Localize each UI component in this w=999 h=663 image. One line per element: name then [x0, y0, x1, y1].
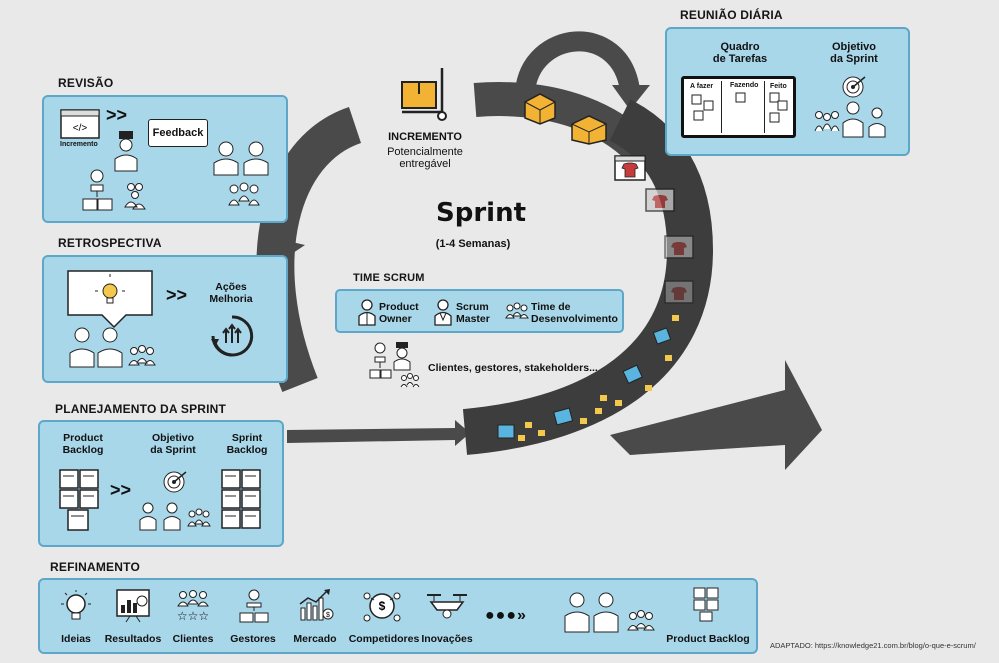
daily-title: REUNIÃO DIÁRIA [680, 8, 783, 22]
refinement-panel: ☆☆☆ $ $ ●●●» [38, 578, 758, 654]
exit-arrow [610, 360, 822, 470]
svg-text:☆☆☆: ☆☆☆ [177, 609, 209, 623]
sprint-title: Sprint [436, 198, 527, 228]
idea-bubble-icon [66, 269, 156, 374]
handtruck-icon [398, 66, 452, 127]
scrum-team-icon [212, 139, 274, 218]
retro-title: RETROSPECTIVA [58, 236, 162, 250]
planning-title: PLANEJAMENTO DA SPRINT [55, 402, 227, 416]
improvement-cycle-icon [209, 313, 255, 364]
product-owner-icon [357, 298, 377, 331]
box-icon [523, 92, 557, 129]
task-board: A fazer Fazendo Feito [681, 76, 796, 138]
retro-arrows: >> [166, 285, 188, 305]
scrum-master-label: Scrum Master [456, 301, 490, 325]
source-credit: ADAPTADO: https://knowledge21.com.br/blo… [770, 641, 976, 650]
board-column-doing: Fazendo [730, 82, 759, 89]
entry-arrow [287, 420, 470, 446]
increment-subtitle: Potencialmente entregável [387, 146, 463, 170]
drone-innovation-icon [425, 592, 469, 627]
shirt-window-icon [614, 155, 646, 186]
continuation-dots: ●●●» [485, 607, 527, 624]
review-arrows: >> [106, 105, 128, 125]
retro-panel: >> Ações Melhoria [42, 255, 288, 383]
product-owner-label: Product Owner [379, 301, 419, 325]
refinement-item-managers: Gestores [230, 633, 276, 645]
product-backlog-icon [58, 468, 104, 537]
feedback-bubble: Feedback [148, 119, 208, 147]
stakeholders-label: Clientes, gestores, stakeholders... [428, 362, 598, 374]
goal-label: Objetivo da Sprint [830, 41, 878, 65]
product-backlog-label: Product Backlog [62, 432, 104, 456]
shirt-window-icon [664, 280, 694, 309]
scrum-team-icon [563, 590, 655, 639]
board-column-todo: A fazer [690, 83, 714, 90]
svg-text:$: $ [379, 599, 386, 613]
competitors-icon: $ [362, 588, 402, 629]
planning-arrows: >> [110, 480, 132, 500]
review-title: REVISÃO [58, 76, 114, 90]
refinement-product-backlog: Product Backlog [666, 633, 750, 645]
refinement-title: REFINAMENTO [50, 560, 140, 574]
improvement-actions-label: Ações Melhoria [209, 281, 253, 305]
svg-text:$: $ [326, 612, 330, 619]
refinement-item-market: Mercado [293, 633, 337, 645]
customers-rating-icon: ☆☆☆ [175, 589, 211, 628]
sticky-notes-icon [691, 92, 788, 123]
managers-icon [238, 589, 270, 628]
dev-team-label: Time de Desenvolvimento [531, 301, 618, 325]
review-panel: </> Incremento >> Feedback [42, 95, 288, 223]
shirt-window-icon [664, 235, 694, 264]
market-growth-icon: $ [298, 588, 334, 627]
daily-loop-arc [515, 31, 640, 94]
dev-team-icon [505, 302, 529, 325]
svg-text:</>: </> [73, 123, 88, 134]
refinement-item-competitors: Competidores [348, 633, 420, 645]
scrum-master-icon [433, 298, 453, 331]
product-backlog-icon [692, 586, 722, 627]
increment-title: INCREMENTO [388, 131, 462, 143]
sprint-backlog-label: Sprint Backlog [226, 432, 268, 456]
sprint-duration: (1-4 Semanas) [435, 238, 511, 250]
stakeholders-icon [368, 340, 424, 395]
sticky-notes-trail [497, 315, 679, 441]
team-panel: Product Owner Scrum Master Time de Desen… [335, 289, 624, 333]
refinement-item-ideas: Ideias [61, 633, 91, 645]
increment-small-label: Incremento [60, 141, 98, 148]
sprint-backlog-icon [220, 468, 268, 539]
board-label: Quadro de Tarefas [712, 41, 768, 65]
team-goal-icon [136, 470, 212, 539]
team-goal-icon [814, 75, 895, 144]
stakeholders-icon [79, 131, 151, 218]
results-chart-icon [116, 589, 150, 628]
board-column-done: Feito [770, 83, 787, 90]
box-icon [570, 112, 608, 149]
refinement-item-innovations: Inovações [421, 633, 473, 645]
planning-goal-label: Objetivo da Sprint [150, 432, 196, 456]
planning-panel: Product Backlog >> Objetivo da Sprint Sp… [38, 420, 284, 547]
team-title: TIME SCRUM [353, 272, 425, 284]
idea-bulb-icon [60, 590, 92, 629]
daily-loop-head [612, 85, 650, 110]
refinement-item-results: Resultados [104, 633, 162, 645]
refinement-item-customers: Clientes [172, 633, 214, 645]
shirt-window-icon [645, 188, 675, 217]
daily-panel: Quadro de Tarefas A fazer Fazendo Feito … [665, 27, 910, 156]
increment-shirt-icon: </> [60, 109, 100, 144]
